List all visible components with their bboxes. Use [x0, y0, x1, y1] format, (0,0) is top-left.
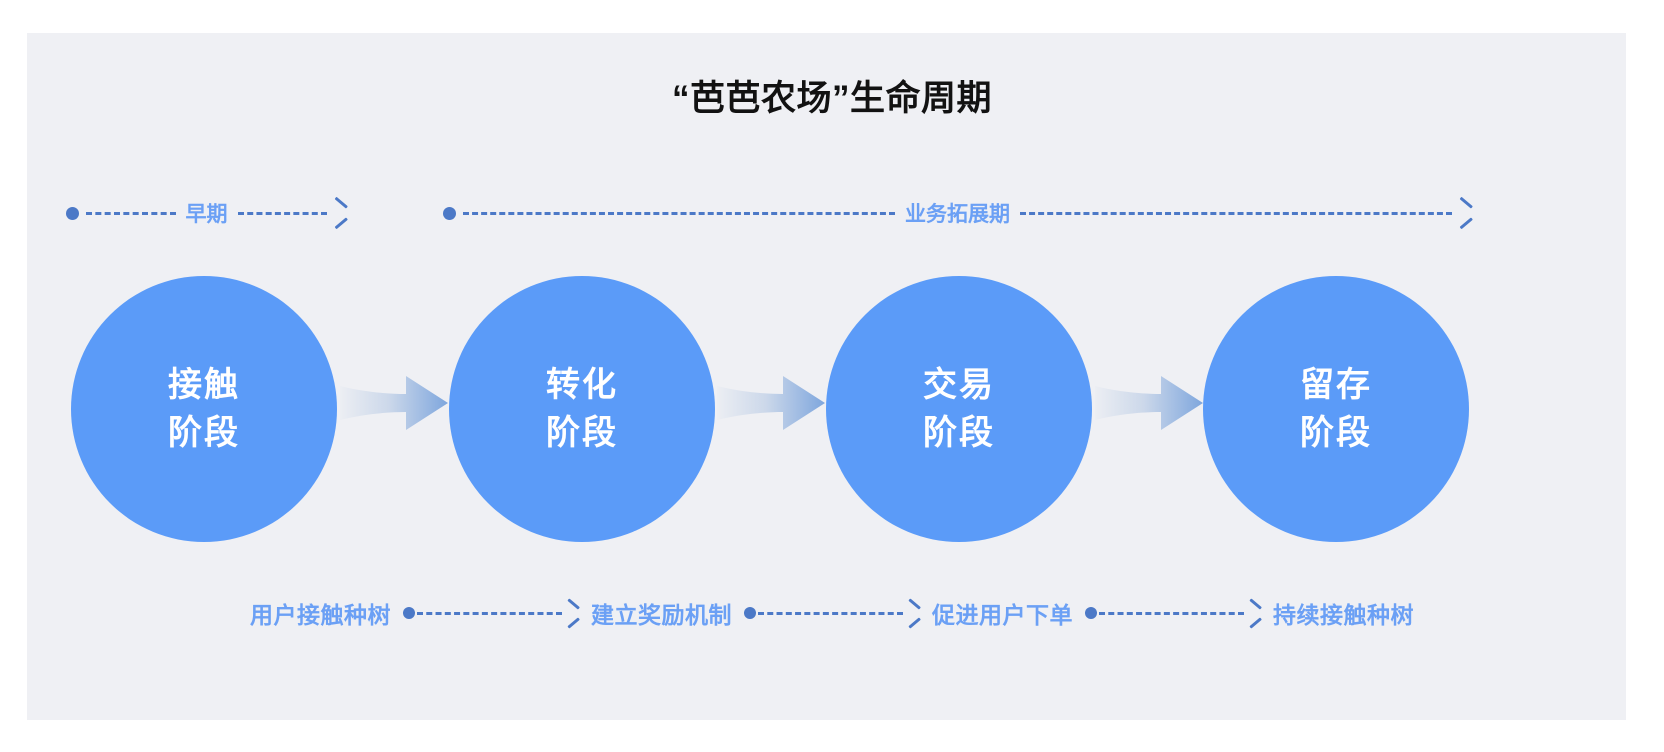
- flow-arrow-right-icon: [340, 372, 448, 434]
- action-dot-icon: [1085, 607, 1097, 619]
- stage-label-line2: 阶段: [923, 414, 995, 452]
- phase-dashed-line-right: [1020, 211, 1452, 215]
- action-arrow-right-icon: [906, 604, 920, 623]
- phase-timeline-expansion: 业务拓展期: [443, 196, 1472, 230]
- action-dot-icon: [744, 607, 756, 619]
- action-arrow-right-icon: [1247, 604, 1261, 623]
- action-dashed-line: [758, 611, 903, 615]
- action-connector: [744, 604, 920, 623]
- flow-arrow-right-icon: [717, 372, 825, 434]
- action-connector: [403, 604, 579, 623]
- stage-label-line2: 阶段: [546, 414, 618, 452]
- action-dot-icon: [403, 607, 415, 619]
- stage-circle-transaction[interactable]: 交易 阶段: [826, 276, 1092, 542]
- phase-label-expansion: 业务拓展期: [905, 203, 1010, 226]
- stage-circle-retention[interactable]: 留存 阶段: [1203, 276, 1469, 542]
- phase-dashed-line-left: [86, 211, 176, 215]
- action-dashed-line: [417, 611, 562, 615]
- phase-start-dot-icon: [66, 206, 79, 220]
- action-label-user-contact-planting: 用户接触种树: [250, 602, 391, 628]
- phase-arrow-right-icon: [1457, 203, 1472, 223]
- action-label-continuous-contact-planting: 持续接触种树: [1273, 602, 1414, 628]
- action-dashed-line: [1099, 611, 1244, 615]
- action-flow-row: 用户接触种树 建立奖励机制 促进用户下单 持续接触种树: [0, 583, 1664, 643]
- phase-timeline-early: 早期: [66, 196, 347, 230]
- stage-label-line2: 阶段: [168, 414, 240, 452]
- stage-label-line2: 阶段: [1300, 414, 1372, 452]
- phase-start-dot-icon: [443, 206, 456, 220]
- phase-arrow-right-icon: [332, 203, 347, 223]
- phase-label-early: 早期: [185, 203, 228, 226]
- stage-label-line1: 接触: [168, 365, 240, 404]
- phase-dashed-line-right: [237, 211, 327, 215]
- stage-label-line1: 留存: [1300, 365, 1372, 404]
- stage-label-line1: 交易: [923, 365, 995, 404]
- stage-circle-conversion[interactable]: 转化 阶段: [449, 276, 715, 542]
- phase-dashed-line-left: [463, 211, 895, 215]
- stage-label-line1: 转化: [546, 365, 618, 404]
- action-arrow-right-icon: [565, 604, 579, 623]
- action-label-promote-orders: 促进用户下单: [932, 602, 1073, 628]
- flow-arrow-right-icon: [1095, 372, 1203, 434]
- stage-circle-contact[interactable]: 接触 阶段: [71, 276, 337, 542]
- action-label-reward-mechanism: 建立奖励机制: [591, 602, 732, 628]
- page-title: “芭芭农场”生命周期: [671, 79, 992, 118]
- action-connector: [1085, 604, 1261, 623]
